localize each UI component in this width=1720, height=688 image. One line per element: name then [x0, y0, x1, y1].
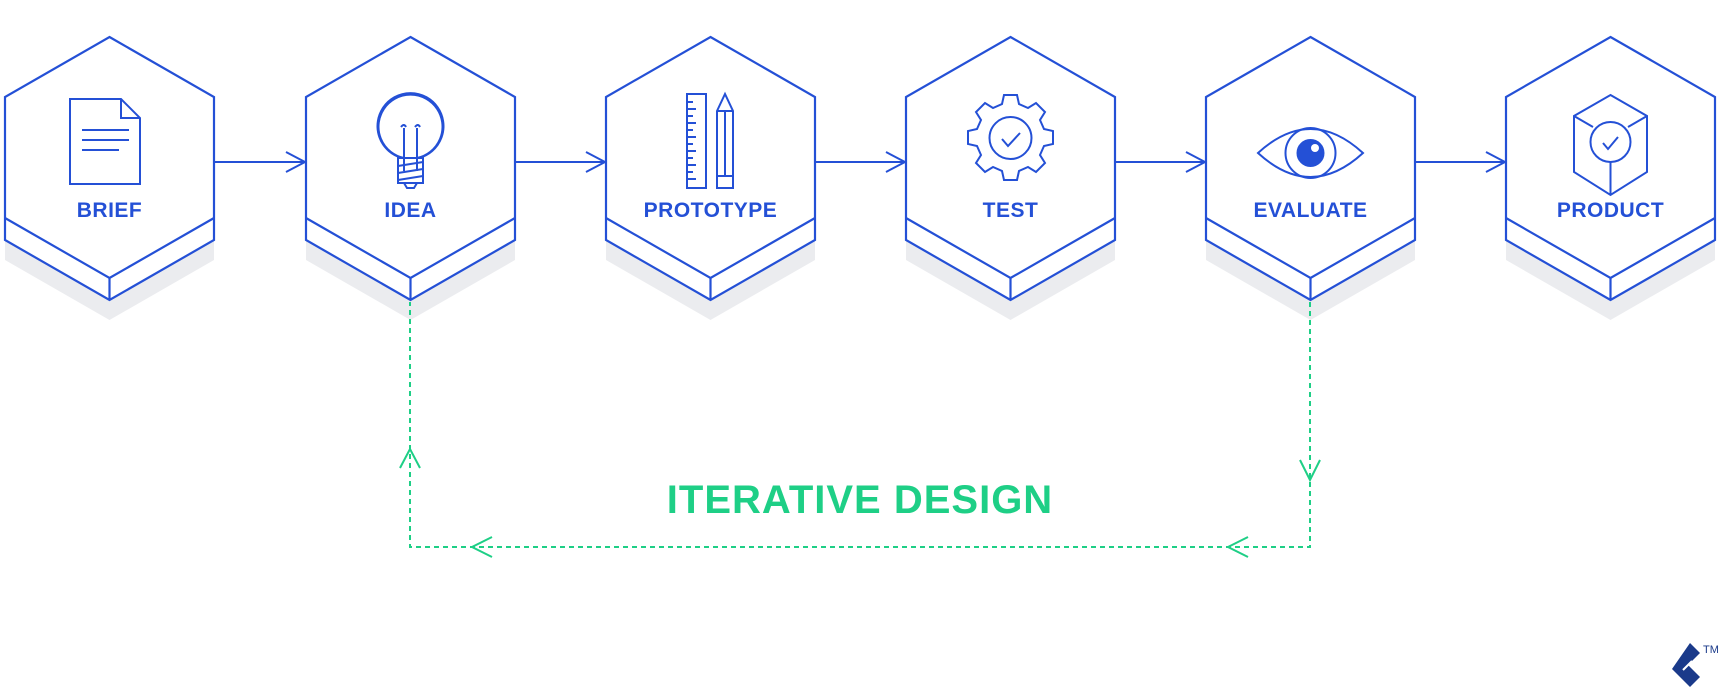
- step-label: TEST: [983, 199, 1039, 222]
- arrow-right-icon: [1115, 151, 1208, 173]
- cube-check-icon: [1573, 93, 1648, 197]
- arrow-right-icon: [1415, 151, 1508, 173]
- lightbulb-icon: [376, 92, 445, 189]
- step-label: PRODUCT: [1557, 199, 1664, 222]
- arrow-right-icon: [815, 151, 908, 173]
- ruler-pencil-icon: [686, 91, 734, 189]
- flow-arrows: [214, 151, 1508, 173]
- arrow-up-icon: [399, 446, 421, 469]
- step-evaluate: EVALUATE: [1204, 35, 1417, 322]
- arrow-right-icon: [214, 151, 308, 173]
- step-label: PROTOTYPE: [644, 199, 778, 222]
- arrow-right-icon: [515, 151, 608, 173]
- arrow-left-icon: [1225, 536, 1249, 558]
- arrow-left-icon: [469, 536, 493, 558]
- step-test: TEST: [904, 35, 1117, 322]
- loop-title: ITERATIVE DESIGN: [667, 478, 1053, 522]
- document-icon: [69, 98, 141, 185]
- arrow-down-icon: [1299, 459, 1321, 483]
- step-idea: IDEA: [304, 35, 517, 322]
- gear-check-icon: [967, 94, 1054, 181]
- step-prototype: PROTOTYPE: [604, 35, 817, 322]
- trademark: TM: [1703, 644, 1719, 656]
- step-label: BRIEF: [77, 199, 143, 222]
- step-brief: BRIEF: [3, 35, 216, 322]
- iterative-loop: [399, 302, 1321, 558]
- step-label: IDEA: [384, 199, 436, 222]
- brand-logo: TM: [1672, 643, 1719, 687]
- step-product: PRODUCT: [1504, 35, 1717, 322]
- logo-mark-icon: [1672, 643, 1700, 687]
- eye-icon: [1256, 127, 1365, 179]
- step-label: EVALUATE: [1253, 199, 1367, 222]
